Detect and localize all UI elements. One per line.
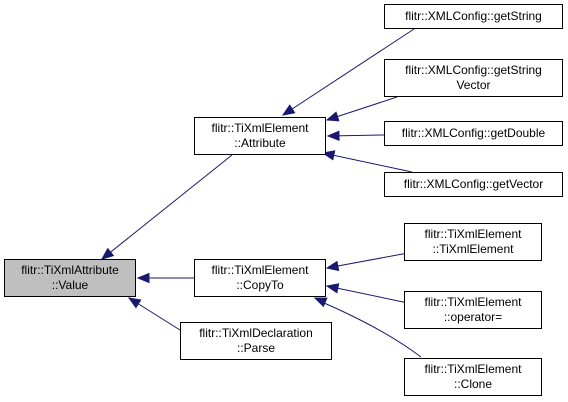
node-tixmlelement-tixmlelement[interactable]: flitr::TiXmlElement::TiXmlElement [404,223,542,261]
node-xmlconfig-getvector[interactable]: flitr::XMLConfig::getVector [384,172,563,197]
arrowhead [127,297,142,309]
node-line: ::CopyTo [236,278,284,292]
node-line: Vector [456,78,491,92]
node-line: flitr::XMLConfig::getVector [403,177,544,191]
node-tixmldeclaration-parse[interactable]: flitr::TiXmlDeclaration::Parse [180,322,332,360]
node-line: flitr::XMLConfig::getString [405,63,542,77]
node-line: flitr::TiXmlElement [211,263,309,277]
arrowhead [313,297,328,308]
node-line: ::Clone [453,377,493,391]
arrowhead [326,130,340,142]
edge-operator-to-copyto [325,283,409,304]
node-line: ::Parse [236,341,275,355]
edge-copyto-to-value [136,272,194,284]
edge-attribute-to-value [100,154,233,260]
node-line: flitr::TiXmlElement [424,295,522,309]
node-tixmlelement-clone[interactable]: flitr::TiXmlElement::Clone [404,358,542,396]
edge-getstringvec-to-attribute [325,96,398,122]
node-line: flitr::TiXmlElement [424,362,522,376]
node-tixmlattribute-value: flitr::TiXmlAttribute::Value [4,259,136,297]
node-line: ::TiXmlElement [432,242,514,256]
node-tixmlelement-attribute[interactable]: flitr::TiXmlElement::Attribute [194,117,326,155]
arrowhead [325,283,340,294]
node-line: flitr::XMLConfig::getString [405,9,542,23]
edge-ctor-to-copyto [325,252,409,272]
node-line: ::Value [51,278,89,292]
node-xmlconfig-getstring[interactable]: flitr::XMLConfig::getString [384,4,563,29]
node-line: flitr::TiXmlDeclaration [199,326,313,340]
node-line: flitr::TiXmlElement [211,121,309,135]
arrowhead [325,111,340,122]
edge-getvector-to-attribute [321,150,413,173]
node-line: flitr::TiXmlAttribute [21,263,119,277]
node-tixmlelement-operator-assign[interactable]: flitr::TiXmlElement::operator= [404,291,542,329]
arrowhead [136,272,150,284]
edge-getdouble-to-attribute [326,130,385,142]
node-line: flitr::TiXmlElement [424,227,522,241]
arrowhead [325,260,340,272]
node-line: ::operator= [443,310,503,324]
edge-clone-to-copyto [313,297,422,358]
arrowhead [100,247,115,260]
edge-getstring-to-attribute [281,28,415,116]
arrowhead [281,104,296,116]
edge-parse-to-value [127,297,181,331]
node-tixmlelement-copyto[interactable]: flitr::TiXmlElement::CopyTo [194,259,326,297]
node-line: ::Attribute [234,136,286,150]
node-xmlconfig-getdouble[interactable]: flitr::XMLConfig::getDouble [384,121,563,146]
node-line: flitr::XMLConfig::getDouble [401,126,546,140]
